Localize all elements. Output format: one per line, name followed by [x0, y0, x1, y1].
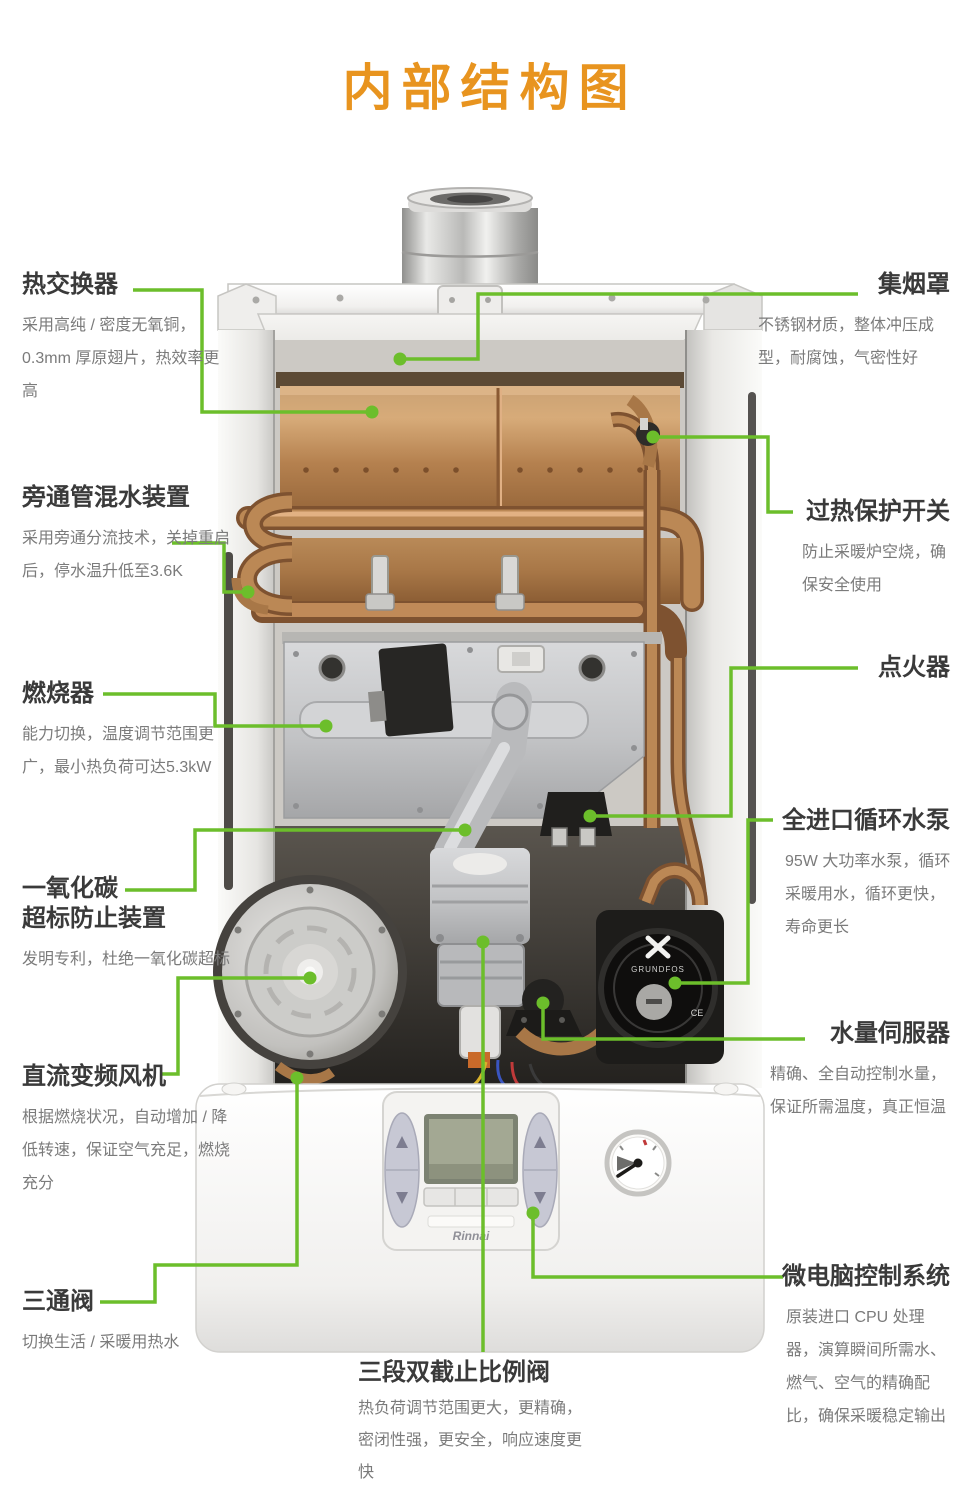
label-desc: 不锈钢材质，整体冲压成型，耐腐蚀，气密性好: [758, 317, 935, 367]
page-title: 内部结构图: [342, 60, 638, 116]
label-desc: 精确、全自动控制水量，保证所需温度，真正恒温: [770, 1066, 947, 1116]
label-mcu-control: 微电脑控制系统 原装进口 CPU 处理器，演算瞬间所需水、燃气、空气的精确配比，…: [758, 1262, 950, 1433]
callout-burner: [103, 692, 326, 728]
label-desc: 采用高纯 / 密度无氧铜，0.3mm 厚原翅片，热效率更高: [22, 317, 220, 400]
label-title: 直流变频风机: [22, 1063, 166, 1090]
label-title: 微电脑控制系统: [782, 1263, 950, 1290]
callout-bypass-mixer: [172, 541, 248, 594]
callout-dc-fan: [160, 976, 310, 1076]
label-desc: 原装进口 CPU 处理器，演算瞬间所需水、燃气、空气的精确配比，确保采暖稳定输出: [786, 1309, 947, 1425]
pump-brand-text: GRUNDFOS: [631, 965, 685, 974]
pressure-gauge-graphic: [604, 1129, 672, 1197]
callout-three-way-valve: [100, 1078, 299, 1304]
pump-ce-text: CE: [691, 1008, 704, 1018]
label-title: 热交换器: [22, 271, 118, 298]
label-dc-fan: 直流变频风机 根据燃烧状况，自动增加 / 降低转速，保证空气充足，燃烧充分: [22, 1062, 240, 1200]
callout-igniter: [590, 666, 858, 818]
label-desc: 热负荷调节范围更大，更精确，密闭性强，更安全，响应速度更快: [358, 1400, 583, 1481]
label-desc: 采用旁通分流技术，关掉重启后，停水温升低至3.6K: [22, 530, 231, 580]
label-title: 点火器: [878, 654, 950, 681]
label-title: 燃烧器: [22, 680, 94, 707]
control-brand-text: Rinnai: [453, 1229, 490, 1243]
callout-mcu-control: [531, 1213, 783, 1279]
label-burner: 燃烧器 能力切换，温度调节范围更广，最小热负荷可达5.3kW: [22, 679, 230, 784]
label-smoke-hood: 集烟罩 不锈钢材质，整体冲压成型，耐腐蚀，气密性好: [758, 270, 950, 375]
igniter-graphic: [540, 792, 612, 836]
label-title: 三段双截止比例阀: [358, 1359, 550, 1386]
label-title: 三通阀: [22, 1288, 94, 1315]
label-title: 水量伺服器: [830, 1020, 950, 1047]
label-proportional-valve: 三段双截止比例阀 热负荷调节范围更大，更精确，密闭性强，更安全，响应速度更快: [358, 1358, 598, 1489]
label-title: 集烟罩: [878, 271, 950, 298]
label-igniter: 点火器: [758, 653, 950, 683]
callout-smoke-hood: [400, 292, 858, 361]
label-desc: 防止采暖炉空烧，确保安全使用: [802, 544, 947, 594]
label-circulation-pump: 全进口循环水泵 95W 大功率水泵，循环采暖用水，循环更快，寿命更长: [758, 806, 950, 944]
label-water-servo: 水量伺服器 精确、全自动控制水量，保证所需温度，真正恒温: [758, 1019, 950, 1124]
label-title: 全进口循环水泵: [782, 807, 950, 834]
label-title: 旁通管混水装置: [22, 484, 190, 511]
circulation-pump-graphic: GRUNDFOS CE: [596, 862, 724, 1064]
callout-water-servo: [541, 1003, 805, 1041]
label-title-line1: 一氧化碳: [22, 875, 118, 902]
label-title-line2: 超标防止装置: [22, 905, 166, 932]
label-desc: 95W 大功率水泵，循环采暖用水，循环更快，寿命更长: [785, 853, 951, 936]
label-desc: 能力切换，温度调节范围更广，最小热负荷可达5.3kW: [22, 726, 215, 776]
label-desc: 发明专利，杜绝一氧化碳超标: [22, 951, 231, 968]
label-co-prevention: 一氧化碳 超标防止装置 发明专利，杜绝一氧化碳超标: [22, 874, 230, 976]
callout-dots: [241, 352, 682, 1220]
label-heat-exchanger: 热交换器 采用高纯 / 密度无氧铜，0.3mm 厚原翅片，热效率更高: [22, 270, 232, 408]
label-desc: 根据燃烧状况，自动增加 / 降低转速，保证空气充足，燃烧充分: [22, 1109, 231, 1192]
callout-circulation-pump: [675, 818, 773, 985]
label-overheat-switch: 过热保护开关 防止采暖炉空烧，确保安全使用: [758, 497, 950, 602]
callout-heat-exchanger: [133, 288, 372, 414]
callout-overheat-switch: [653, 435, 793, 514]
label-desc: 切换生活 / 采暖用热水: [22, 1334, 180, 1351]
callout-co-prevention: [125, 828, 465, 892]
panel-right-buttons: [522, 1112, 558, 1228]
label-three-way-valve: 三通阀 切换生活 / 采暖用热水: [22, 1287, 252, 1359]
label-title: 过热保护开关: [806, 498, 950, 525]
panel-left-buttons: [384, 1112, 420, 1228]
label-bypass-mixer: 旁通管混水装置 采用旁通分流技术，关掉重启后，停水温升低至3.6K: [22, 483, 230, 588]
control-panel-graphic: Rinnai: [195, 1082, 765, 1353]
